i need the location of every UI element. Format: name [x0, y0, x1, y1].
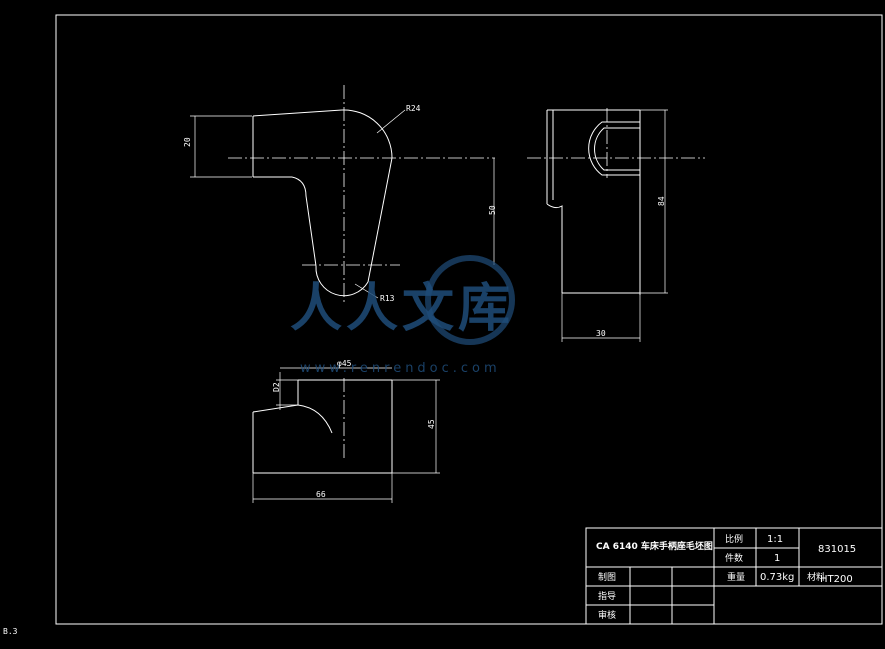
corner-mark: B.3 — [3, 627, 18, 636]
front-view: 20 R24 R13 50 — [183, 85, 497, 305]
scale-label: 比例 — [725, 533, 743, 545]
material-value: HT200 — [820, 574, 853, 585]
drawing-title: CA 6140 车床手柄座毛坯图 — [596, 540, 713, 552]
count-value: 1 — [774, 553, 780, 564]
dim-d2: D2 — [272, 382, 281, 392]
watermark-url: www.renrendoc.com — [300, 361, 501, 376]
bottom-view: φ45 D2 45 66 — [252, 359, 440, 503]
weight-label: 重量 — [727, 571, 745, 583]
dim-30: 30 — [596, 329, 606, 338]
review-label: 审核 — [598, 609, 616, 621]
dim-r24: R24 — [406, 104, 421, 113]
guide-label: 指导 — [598, 590, 616, 602]
material-label: 材料 — [807, 571, 825, 583]
count-label: 件数 — [725, 552, 743, 564]
dim-50: 50 — [488, 205, 497, 215]
dim-phi45: φ45 — [337, 359, 352, 368]
title-block: CA 6140 车床手柄座毛坯图 比例 1:1 件数 1 831015 重量 0… — [585, 527, 883, 625]
weight-value: 0.73kg — [760, 572, 794, 583]
dim-45: 45 — [427, 419, 436, 429]
drawn-label: 制图 — [598, 571, 616, 583]
dim-r13: R13 — [380, 294, 395, 303]
dim-84: 84 — [657, 196, 666, 206]
drawing-number: 831015 — [818, 544, 856, 555]
drawing-frame — [55, 14, 883, 625]
dim-20: 20 — [183, 137, 192, 147]
watermark: 人人文库 www.renrendoc.com — [290, 255, 515, 376]
scale-value: 1:1 — [767, 534, 783, 545]
watermark-logo-text: 人人文库 — [290, 279, 514, 339]
dim-66: 66 — [316, 490, 326, 499]
side-view: 84 30 — [527, 108, 705, 342]
